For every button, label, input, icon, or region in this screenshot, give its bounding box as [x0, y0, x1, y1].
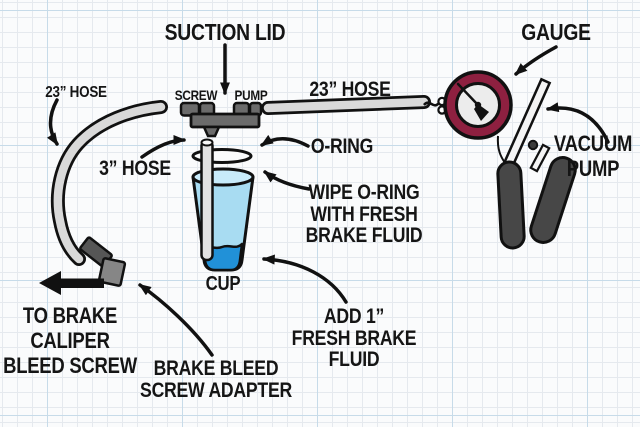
- hose-23-left: [50, 100, 168, 266]
- label-suction-lid: SUCTION LID: [164, 19, 286, 45]
- gauge-pivot: [474, 101, 482, 109]
- label-o-ring: O-RING: [310, 135, 374, 158]
- arrow-hose23-left: [46, 98, 59, 146]
- pump-link: [529, 143, 551, 173]
- arrow-hose3: [140, 134, 186, 159]
- arrow-vacuum-pump: [546, 102, 610, 144]
- arrow-to-brake-caliper: [39, 271, 104, 295]
- brake-bleed-screw-adapter: [79, 236, 127, 287]
- pump-handle-right: [529, 156, 577, 244]
- label-hose23-center: 23” HOSE: [309, 78, 391, 101]
- vacuum-pump: [443, 70, 577, 250]
- arrow-add-fluid: [262, 254, 348, 304]
- gauge-needle: [456, 82, 480, 107]
- label-cup: CUP: [205, 273, 241, 295]
- label-gauge: GAUGE: [521, 19, 591, 45]
- label-to-brake-caliper: TO BRAKE CALIPER BLEED SCREW: [3, 303, 137, 378]
- gauge-needle-tail: [474, 104, 489, 121]
- lid-nipple: [202, 125, 221, 138]
- label-vacuum-pump: VACUUM PUMP: [553, 131, 633, 181]
- hose-3-tube: [200, 138, 214, 262]
- hose-23-right: [261, 95, 431, 115]
- arrow-o-ring: [260, 134, 310, 148]
- suction-lid: [179, 101, 263, 138]
- arrow-wipe-o-ring: [263, 170, 311, 191]
- label-pump-port: PUMP: [234, 87, 268, 103]
- pump-link-line: [496, 135, 506, 164]
- label-add-fluid: ADD 1” FRESH BRAKE FLUID: [291, 305, 417, 371]
- label-wipe-o-ring: WIPE O-RING WITH FRESH BRAKE FLUID: [305, 181, 423, 247]
- gauge: [443, 70, 513, 140]
- pump-pivot-bolt: [527, 139, 539, 151]
- arrow-adapter: [138, 283, 214, 357]
- arrow-gauge: [514, 45, 558, 76]
- label-screw-port: SCREW: [174, 87, 218, 103]
- pump-handle-left: [496, 160, 526, 250]
- label-hose23-left: 23” HOSE: [45, 84, 107, 101]
- label-hose3: 3” HOSE: [99, 157, 171, 180]
- label-adapter: BRAKE BLEED SCREW ADAPTER: [140, 357, 292, 402]
